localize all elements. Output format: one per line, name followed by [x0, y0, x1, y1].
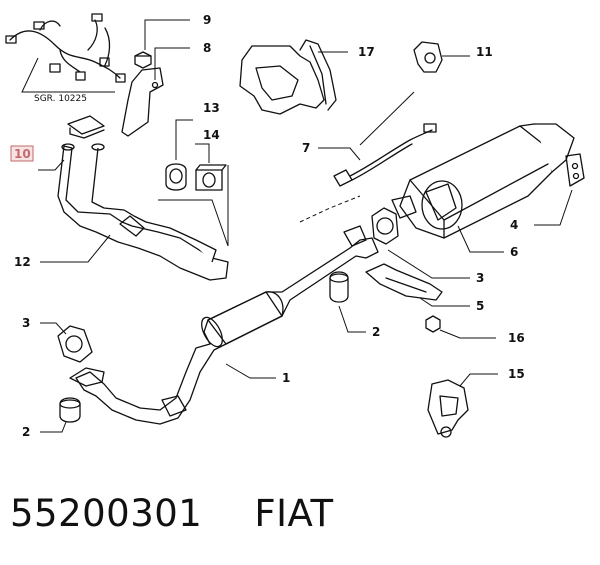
- bracket-part-15: [427, 379, 469, 438]
- catalyst-part-6: [391, 123, 575, 239]
- bracket-part-8: [121, 67, 164, 137]
- callout-17: 17: [358, 45, 375, 59]
- bracket-part-4: [565, 153, 585, 187]
- callout-12: 12: [14, 255, 31, 269]
- hanger-part-5: [365, 263, 443, 301]
- brand-name: FIAT: [254, 492, 334, 535]
- clamp-part-14: [195, 164, 227, 191]
- gasket-part-3: [371, 207, 399, 245]
- rubber-mount-part-2: [329, 271, 349, 303]
- rubber-mount-part-2-lower: [59, 397, 81, 423]
- sensor-part-10: [67, 115, 105, 139]
- callout-8: 8: [203, 41, 211, 55]
- callout-2-lower: 2: [22, 425, 30, 439]
- part-number: 55200301: [10, 492, 203, 535]
- wiring-harness: [5, 13, 126, 93]
- highlighted-callout-box: [10, 145, 34, 162]
- callout-4: 4: [510, 218, 518, 232]
- callout-10: 10: [14, 147, 31, 161]
- callout-5: 5: [476, 299, 484, 313]
- callout-16: 16: [508, 331, 525, 345]
- callout-14: 14: [203, 128, 220, 142]
- callout-3-lower: 3: [22, 316, 30, 330]
- clamp-part-13: [165, 163, 187, 191]
- downpipe-part-12: [57, 143, 229, 281]
- callout-13: 13: [203, 101, 220, 115]
- nut-part-9: [134, 51, 152, 69]
- center-pipe-part-1: [69, 225, 379, 425]
- nut-part-16: [425, 315, 441, 333]
- gasket-part-3-lower: [57, 325, 93, 363]
- callout-1: 1: [282, 371, 290, 385]
- callout-6: 6: [510, 245, 518, 259]
- callout-11: 11: [476, 45, 493, 59]
- callout-9: 9: [203, 13, 211, 27]
- temperature-sensor-part-7: [333, 123, 437, 187]
- callout-3: 3: [476, 271, 484, 285]
- sgr-reference: SGR. 10225: [34, 94, 87, 104]
- callout-15: 15: [508, 367, 525, 381]
- clip-part-11: [413, 41, 443, 73]
- heat-shield-part-17: [239, 39, 337, 115]
- footer: 55200301 FIAT: [10, 492, 334, 542]
- callout-7: 7: [302, 141, 310, 155]
- callout-2: 2: [372, 325, 380, 339]
